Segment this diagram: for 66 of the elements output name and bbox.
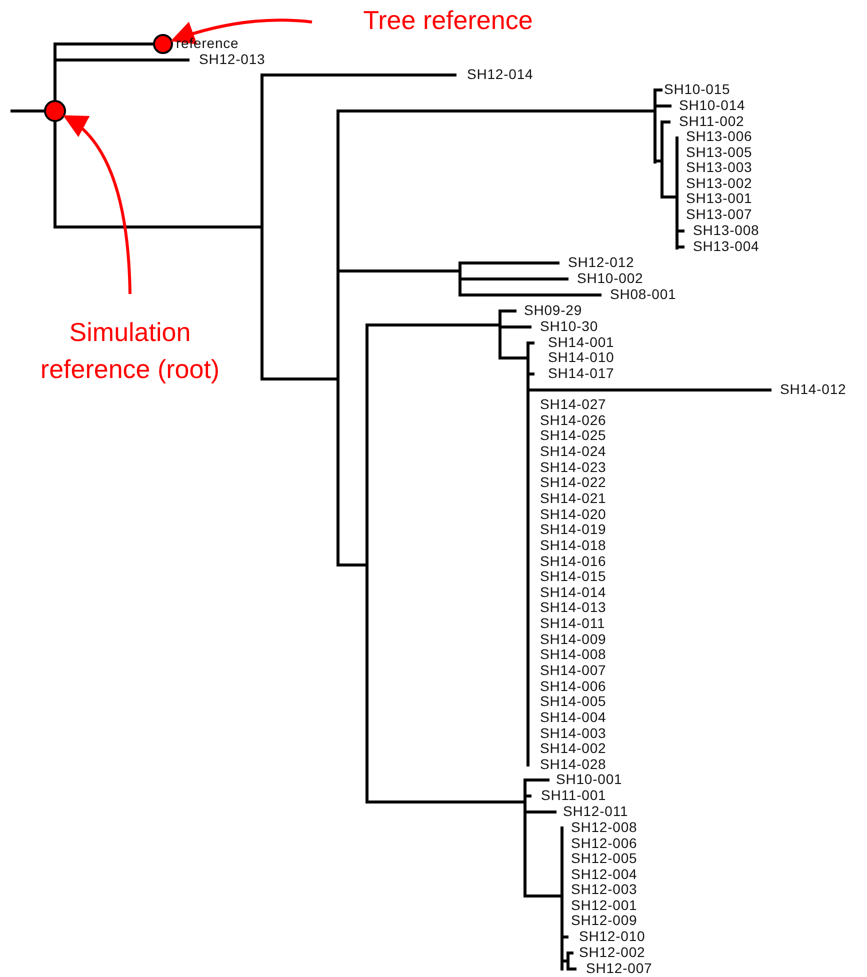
taxon-label: SH10-002 xyxy=(577,270,644,286)
annotation-text: Tree reference xyxy=(318,2,578,39)
taxon-label: SH14-007 xyxy=(540,662,606,678)
taxon-label: SH14-021 xyxy=(540,490,606,506)
taxon-label: SH14-011 xyxy=(540,615,606,632)
taxon-label: SH13-003 xyxy=(686,159,752,175)
taxon-label: SH14-028 xyxy=(540,756,606,772)
taxon-label: SH14-027 xyxy=(540,396,606,412)
taxon-label: SH14-024 xyxy=(540,442,606,459)
taxon-label: SH12-002 xyxy=(579,944,646,960)
taxon-label: SH14-017 xyxy=(548,365,614,381)
taxon-label: SH14-026 xyxy=(540,412,606,428)
marker-dot xyxy=(153,34,173,54)
taxon-label: SH13-006 xyxy=(686,128,752,144)
taxon-label: SH12-005 xyxy=(571,850,638,866)
taxon-label: SH14-006 xyxy=(540,678,606,694)
taxon-label: SH13-004 xyxy=(693,238,760,254)
taxon-label: SH13-007 xyxy=(686,206,752,222)
taxon-label: SH14-008 xyxy=(540,646,606,662)
taxon-label: SH11-001 xyxy=(541,787,606,803)
taxon-label: SH14-022 xyxy=(540,474,606,490)
arrow xyxy=(170,18,312,45)
taxon-label: SH12-012 xyxy=(568,254,634,270)
taxon-label: SH12-010 xyxy=(579,928,646,944)
arrow xyxy=(63,115,132,294)
taxon-label: SH12-007 xyxy=(586,960,652,976)
taxon-label: SH12-011 xyxy=(563,803,628,819)
taxon-label: SH14-003 xyxy=(540,724,606,741)
taxon-label: SH14-014 xyxy=(540,584,606,600)
taxon-label: SH10-30 xyxy=(540,318,598,334)
taxon-label: SH14-012 xyxy=(780,381,846,397)
taxon-label: SH14-016 xyxy=(540,552,606,568)
taxon-label: SH12-004 xyxy=(571,866,638,882)
taxon-label: SH11-002 xyxy=(679,113,744,129)
taxon-label: SH14-020 xyxy=(540,506,606,522)
taxon-label: SH12-009 xyxy=(571,912,638,928)
taxon-label: SH08-001 xyxy=(610,286,676,302)
taxon-label: SH14-005 xyxy=(540,693,606,710)
taxon-label: SH10-014 xyxy=(679,97,746,113)
taxon-label: SH12-008 xyxy=(571,819,638,835)
taxon-label: SH14-009 xyxy=(540,630,606,647)
taxon-label: SH14-015 xyxy=(540,568,606,584)
taxon-label: SH13-001 xyxy=(686,190,752,206)
taxon-label: SH14-001 xyxy=(548,334,614,350)
taxon-label: SH14-025 xyxy=(540,427,606,444)
taxon-label: SH10-015 xyxy=(664,81,730,97)
taxon-label: SH12-014 xyxy=(467,66,534,82)
taxon-label: SH14-010 xyxy=(548,349,614,365)
taxon-label: SH14-002 xyxy=(540,740,606,756)
taxon-label: SH13-008 xyxy=(693,222,760,238)
taxon-label: SH12-001 xyxy=(571,896,638,912)
annotation-text: Simulation reference (root) xyxy=(40,314,220,388)
taxon-label: SH14-018 xyxy=(540,536,606,553)
taxon-label: SH09-29 xyxy=(524,302,582,318)
taxon-label: SH12-013 xyxy=(199,51,266,67)
taxon-label: SH14-023 xyxy=(540,458,606,475)
taxon-label: SH10-001 xyxy=(556,771,622,787)
tip-label: reference xyxy=(176,35,239,51)
taxon-label: SH12-006 xyxy=(571,834,638,850)
taxon-label: SH14-004 xyxy=(540,709,606,725)
taxon-label: SH13-005 xyxy=(686,144,752,160)
marker-dot xyxy=(44,100,66,122)
taxon-label: SH14-013 xyxy=(540,599,606,616)
taxon-label: SH14-019 xyxy=(540,521,606,538)
taxon-label: SH12-003 xyxy=(571,881,638,897)
taxon-label: SH13-002 xyxy=(686,175,752,191)
